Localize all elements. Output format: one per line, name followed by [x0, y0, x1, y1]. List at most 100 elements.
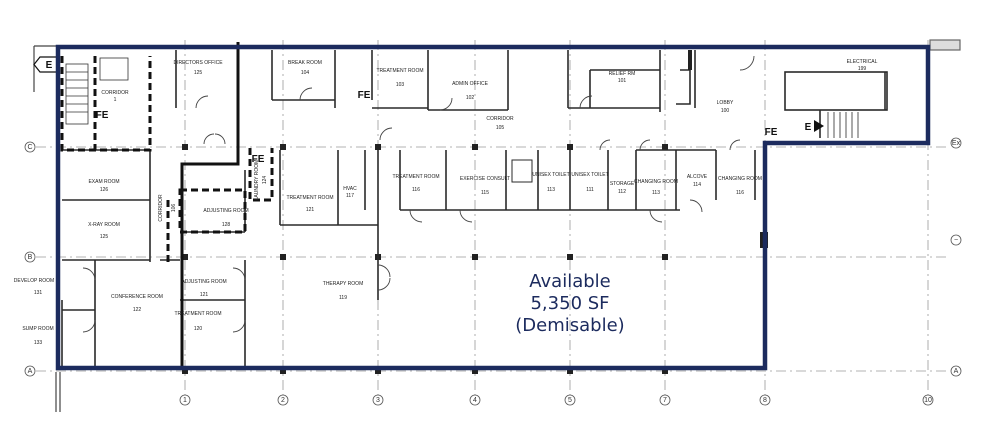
availability-callout: Available 5,350 SF (Demisable) — [515, 271, 624, 336]
room-labels: CORRIDOR 1 DIRECTORS OFFICE 125 BREAK RO… — [14, 59, 878, 346]
room-relief: RELIEF RM 101 — [609, 71, 636, 84]
grid-col-label: 5 — [568, 397, 572, 404]
room-name: ADJUSTING ROOM — [181, 279, 226, 285]
fe-marker: FE — [358, 90, 371, 101]
room-number: 122 — [133, 307, 142, 313]
room-break-room: BREAK ROOM 104 — [288, 60, 322, 76]
room-name: DIRECTORS OFFICE — [173, 60, 223, 66]
room-name: ADMIN OFFICE — [452, 81, 488, 87]
room-unisex-toilet-111: UNISEX TOILET 111 — [571, 172, 608, 193]
room-name: RELIEF RM — [609, 71, 636, 77]
fire-extinguisher-markers: FE FE FE FE — [96, 90, 778, 165]
room-changing-116: CHANGING ROOM 116 — [718, 176, 762, 196]
grid-row-label-right: − — [954, 237, 958, 244]
fe-marker: FE — [252, 154, 265, 165]
room-corridor-1: CORRIDOR 1 — [101, 90, 129, 103]
room-number: 104 — [301, 70, 310, 76]
grid-bubbles — [24, 137, 962, 406]
grid-row-label-right: Ex — [952, 140, 961, 147]
fe-marker: FE — [96, 110, 109, 121]
room-number: 131 — [34, 290, 43, 296]
room-name: THERAPY ROOM — [323, 281, 363, 287]
room-number: 102 — [466, 95, 475, 101]
stair-treads — [827, 112, 859, 138]
structural-columns — [182, 144, 668, 374]
exit-arrow-icon — [33, 56, 59, 73]
room-number: 120 — [194, 326, 203, 332]
grid-col-label: 2 — [281, 397, 285, 404]
grid-row-label-right: A — [954, 368, 959, 375]
room-corridor-105: CORRIDOR 105 — [486, 116, 514, 131]
grid-bubble-labels: C B A Ex − A 1 2 3 4 5 7 8 10 — [27, 140, 960, 404]
room-therapy: THERAPY ROOM 119 — [323, 281, 363, 301]
room-name: UNISEX TOILET — [571, 172, 608, 178]
room-admin-office: ADMIN OFFICE 102 — [452, 81, 488, 101]
room-alcove: ALCOVE 114 — [687, 174, 708, 188]
room-number: 128 — [222, 222, 231, 228]
room-name: CHANGING ROOM — [718, 176, 762, 182]
room-name: ELECTRICAL — [847, 59, 878, 65]
room-number: 115 — [481, 190, 489, 196]
room-treatment-120: TREATMENT ROOM 120 — [174, 311, 221, 332]
room-number: 124 — [262, 176, 268, 185]
grid-col-label: 10 — [924, 397, 932, 404]
room-number: 116 — [412, 187, 420, 193]
room-xray: X-RAY ROOM 125 — [88, 222, 120, 240]
room-changing-113: CHANGING ROOM 113 — [634, 179, 678, 196]
exit-markers: E E — [33, 56, 824, 133]
wall-blocks — [688, 50, 768, 248]
room-name: UNISEX TOILET — [532, 172, 569, 178]
grid-row-label: A — [28, 368, 33, 375]
room-name: EXERCISE CONSULT — [460, 176, 510, 182]
fe-marker: FE — [765, 127, 778, 138]
room-number: 199 — [858, 66, 867, 72]
room-name: CONFERENCE ROOM — [111, 294, 163, 300]
room-name: BREAK ROOM — [288, 60, 322, 66]
room-number: 105 — [496, 125, 505, 131]
grid-col-label: 4 — [473, 397, 477, 404]
grid-col-label: 7 — [663, 397, 667, 404]
callout-line-demisable: (Demisable) — [515, 315, 624, 336]
room-name: CORRIDOR — [486, 116, 514, 122]
grid-col-label: 8 — [763, 397, 767, 404]
room-treatment-116: TREATMENT ROOM 116 — [392, 174, 439, 193]
room-number: 133 — [34, 340, 43, 346]
room-number: 112 — [618, 189, 626, 195]
callout-line-area: 5,350 SF — [530, 293, 609, 314]
room-corridor-106: CORRIDOR 106 — [158, 194, 177, 222]
room-name: HVAC — [343, 186, 357, 192]
room-name: EXAM ROOM — [88, 179, 119, 185]
room-adjusting-128: ADJUSTING ROOM 128 — [203, 208, 248, 228]
room-number: 117 — [346, 193, 354, 199]
room-name: TREATMENT ROOM — [286, 195, 333, 201]
room-name: CORRIDOR — [101, 90, 129, 96]
room-name: TREATMENT ROOM — [174, 311, 221, 317]
room-name: CORRIDOR — [158, 194, 164, 222]
room-name: ADJUSTING ROOM — [203, 208, 248, 214]
room-number: 111 — [586, 187, 594, 193]
room-unisex-toilet-113: UNISEX TOILET 113 — [532, 172, 569, 193]
room-number: 106 — [171, 204, 177, 213]
room-treatment-121: TREATMENT ROOM 121 — [286, 195, 333, 213]
room-name: ALCOVE — [687, 174, 708, 180]
interior-walls — [61, 50, 888, 368]
room-number: 113 — [547, 187, 555, 193]
room-number: 114 — [693, 182, 701, 188]
exit-marker: E — [46, 60, 53, 71]
room-laundry: LAUNDRY ROOM 124 — [254, 160, 268, 201]
room-hvac: HVAC 117 — [343, 186, 357, 199]
grid-row-label: C — [27, 144, 32, 151]
room-number: 119 — [339, 295, 347, 301]
room-develop: DEVELOP ROOM 131 — [14, 278, 54, 296]
room-electrical: ELECTRICAL 199 — [847, 59, 878, 72]
room-name: DEVELOP ROOM — [14, 278, 54, 284]
room-number: 103 — [396, 82, 405, 88]
room-number: 116 — [736, 190, 744, 196]
grid-lines — [36, 40, 950, 395]
room-number: 125 — [194, 70, 203, 76]
room-conference: CONFERENCE ROOM 122 — [111, 294, 163, 313]
room-name: LAUNDRY ROOM — [254, 160, 260, 201]
room-treatment-103: TREATMENT ROOM 103 — [376, 68, 423, 88]
room-lobby: LOBBY 100 — [717, 100, 734, 114]
